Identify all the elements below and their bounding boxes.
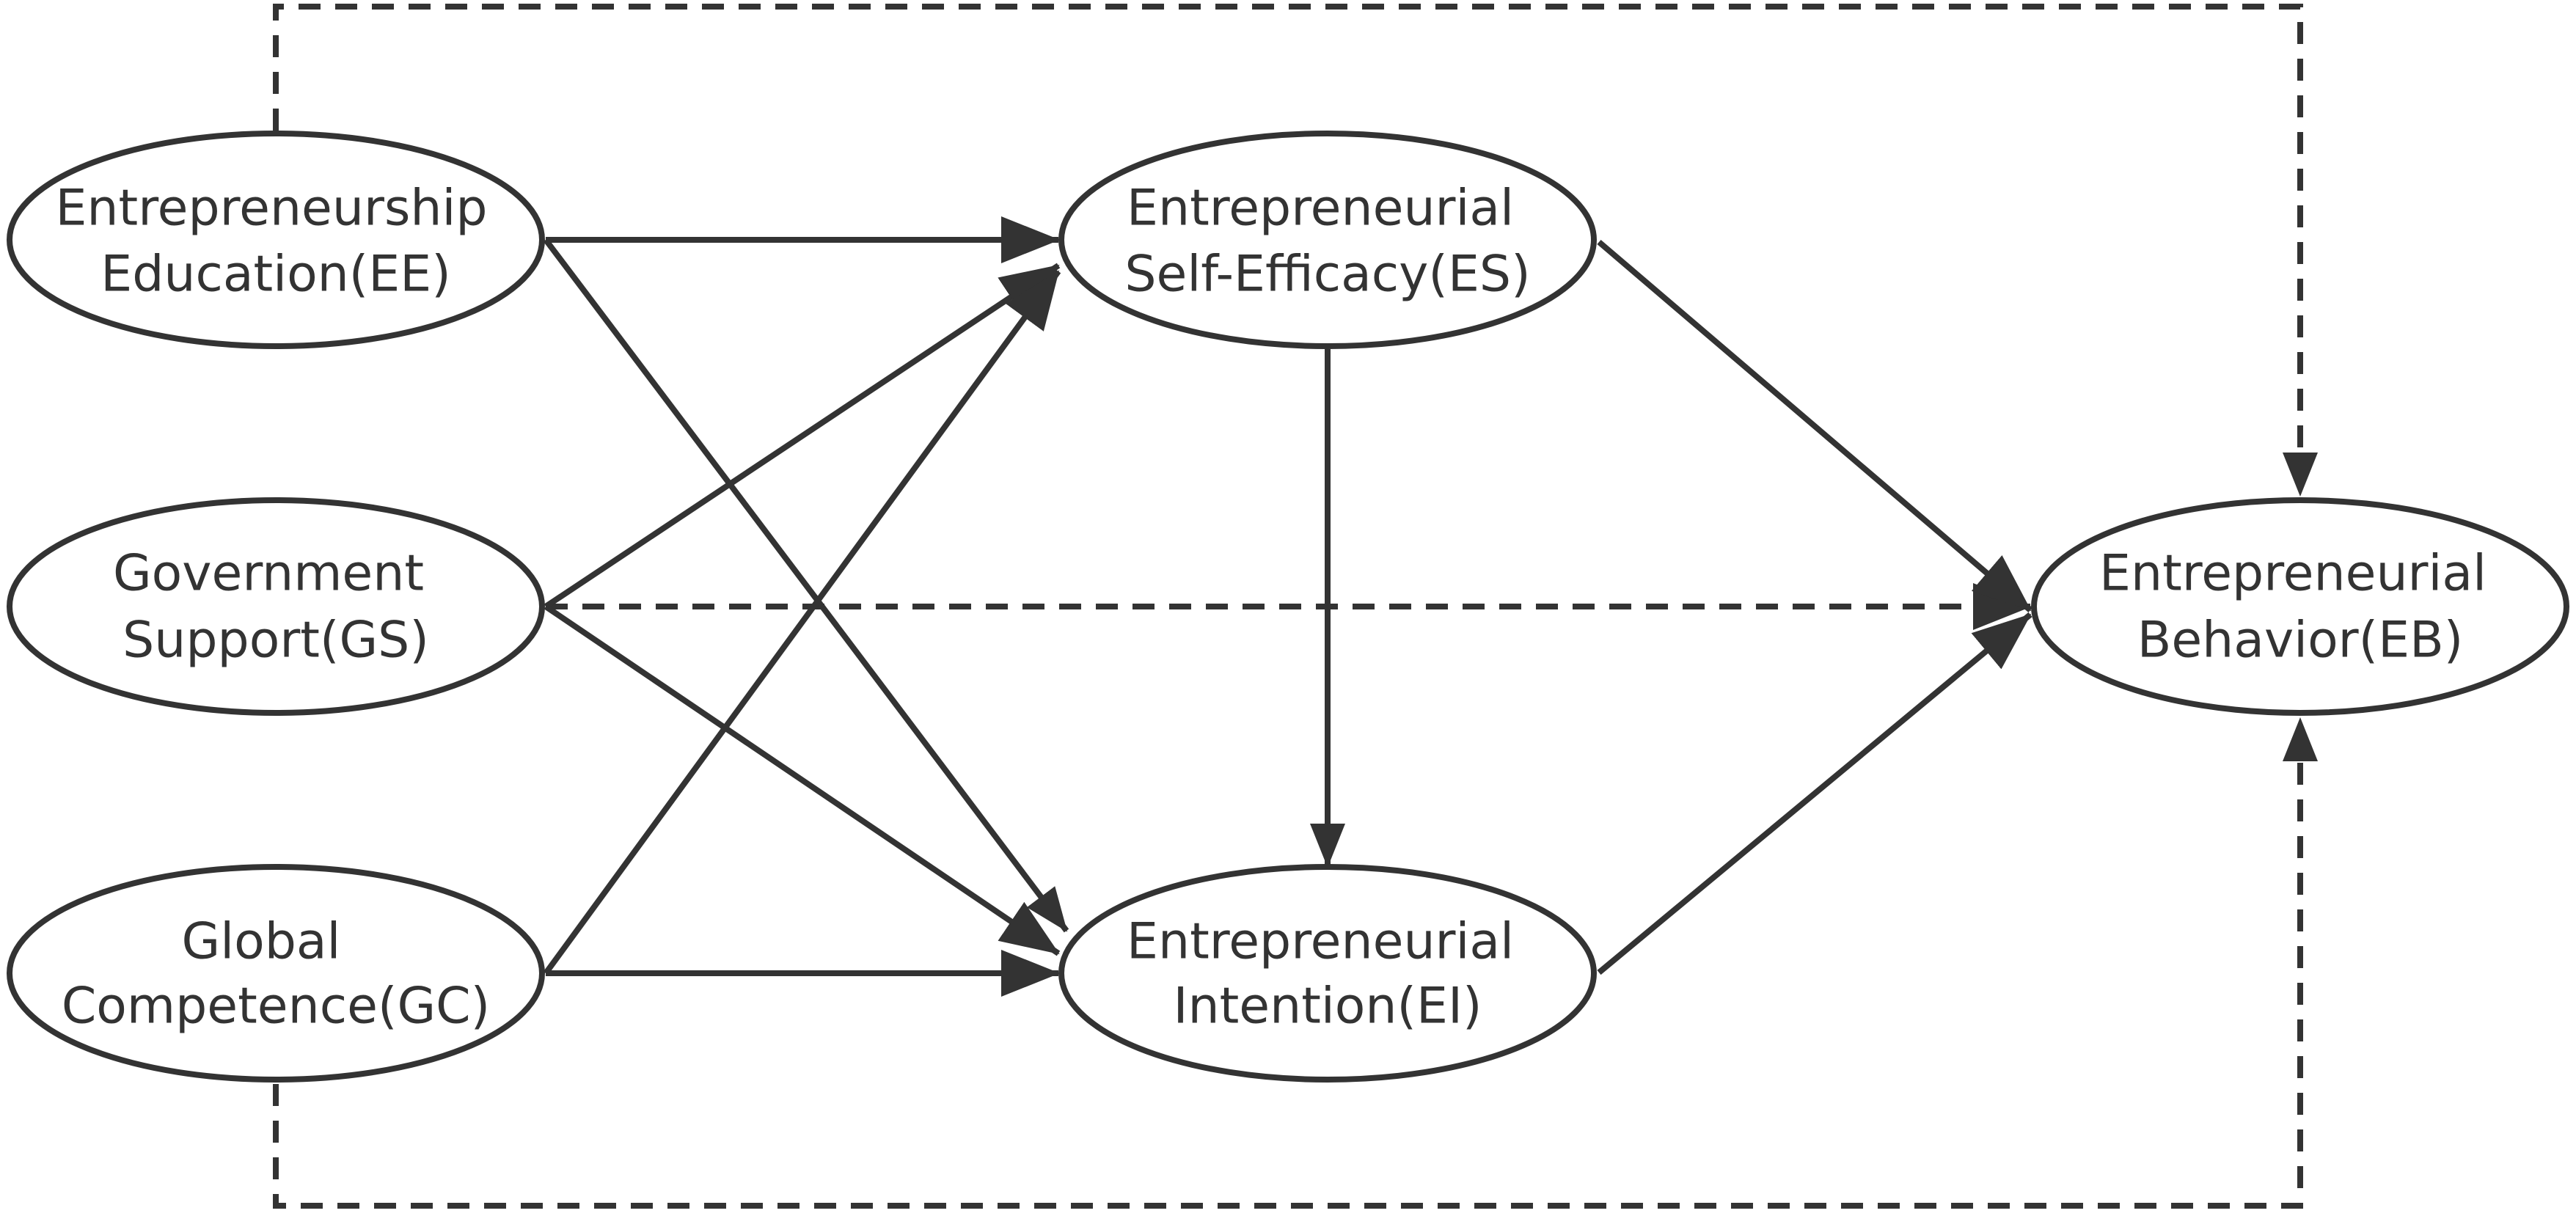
edge-gc-es [543, 269, 1061, 975]
edge-gs-ei [544, 604, 1061, 956]
edge-gs-es [544, 263, 1061, 609]
node-gs-ellipse [7, 497, 545, 716]
node-gs-label-line2: Support(GS) [122, 612, 429, 670]
node-ee: Entrepreneurship Education(EE) [7, 131, 545, 349]
node-ei: Entrepreneurial Intention(EI) [1058, 864, 1597, 1083]
node-es-ellipse [1058, 131, 1597, 349]
node-eb-label-line1: Entrepreneurial [2099, 545, 2487, 603]
node-ee-label-line1: Entrepreneurship [55, 180, 487, 238]
node-ei-label-line1: Entrepreneurial [1127, 913, 1514, 971]
node-eb-label-line2: Behavior(EB) [2137, 612, 2464, 670]
node-gc-label-line1: Global [182, 913, 341, 971]
node-gc-label-line2: Competence(GC) [62, 978, 490, 1036]
node-ei-label-line2: Intention(EI) [1173, 978, 1482, 1036]
node-gs: Government Support(GS) [7, 497, 545, 716]
node-es-label-line2: Self-Efficacy(ES) [1124, 246, 1530, 304]
node-eb: Entrepreneurial Behavior(EB) [2031, 497, 2569, 716]
edge-gc-eb [273, 717, 2318, 1209]
node-eb-ellipse [2031, 497, 2569, 716]
edge-ee-eb [273, 4, 2318, 497]
node-ee-label-line2: Education(EE) [100, 246, 451, 304]
node-gc: Global Competence(GC) [7, 864, 545, 1083]
node-es: Entrepreneurial Self-Efficacy(ES) [1058, 131, 1597, 349]
node-gc-ellipse [7, 864, 545, 1083]
edge-ei-eb [1597, 612, 2032, 975]
node-es-label-line1: Entrepreneurial [1127, 180, 1514, 238]
node-ee-ellipse [7, 131, 545, 349]
edge-es-eb [1597, 239, 2032, 613]
node-ei-ellipse [1058, 864, 1597, 1083]
node-gs-label-line1: Government [113, 545, 424, 603]
edge-ee-ei [543, 238, 1069, 933]
